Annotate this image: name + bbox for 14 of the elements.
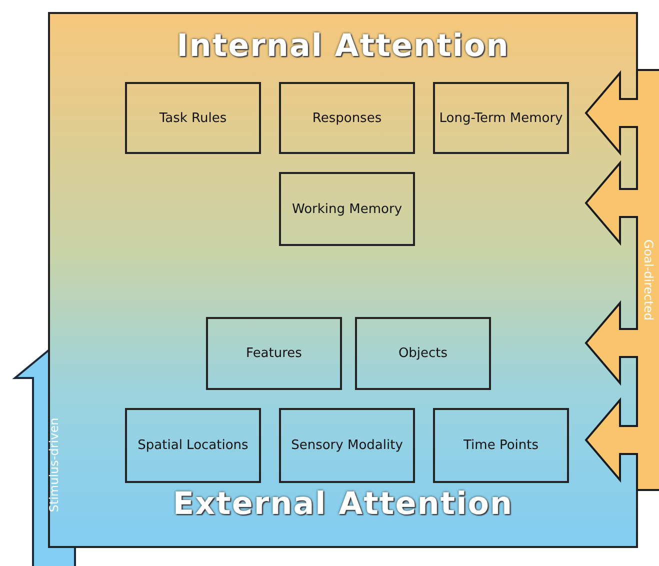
concept-box: Long-Term Memory [433,82,569,154]
attention-panel [48,12,638,548]
concept-box: Task Rules [125,82,261,154]
arrow-label: Stimulus-driven [47,418,62,512]
concept-box: Working Memory [279,172,415,246]
concept-box: Responses [279,82,415,154]
concept-box: Features [206,317,342,390]
arrow-label: Goal-directed [640,240,655,320]
panel-heading: External Attention [172,486,514,522]
concept-box: Objects [355,317,491,390]
panel-heading: Internal Attention [176,28,510,64]
concept-box: Sensory Modality [279,408,415,483]
concept-box: Time Points [433,408,569,483]
concept-box: Spatial Locations [125,408,261,483]
